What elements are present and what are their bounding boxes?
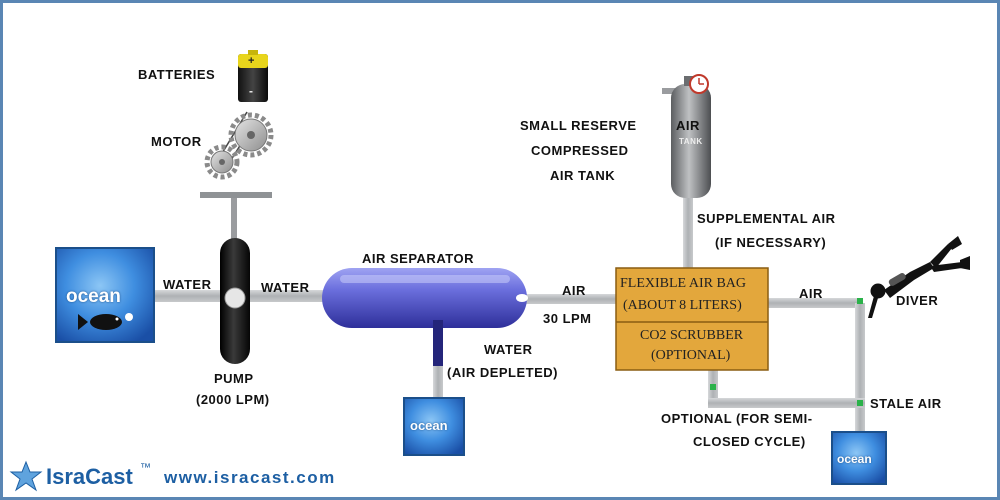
air-bag-scrubber <box>615 267 769 371</box>
brand-trademark: ™ <box>140 462 151 474</box>
tank-air-text: AIR <box>676 118 700 133</box>
optional-semi-label: OPTIONAL (FOR SEMI- <box>661 411 813 426</box>
battery-minus-sign: - <box>249 84 254 98</box>
water-depleted-label: WATER <box>484 342 533 357</box>
air-separator-label: AIR SEPARATOR <box>362 251 474 266</box>
air-bag-label: FLEXIBLE AIR BAG <box>620 276 746 291</box>
pipe-bag-to-diver <box>764 298 862 308</box>
valve-semi-closed <box>710 384 716 390</box>
water-in-label: WATER <box>163 277 212 292</box>
star-logo-icon <box>9 460 43 492</box>
brand-url: www.isracast.com <box>164 468 336 487</box>
ocean-box-main <box>55 247 155 343</box>
water-out-label: WATER <box>261 280 310 295</box>
brand-name: IsraCast <box>46 464 133 489</box>
pump-label: PUMP <box>214 371 254 386</box>
battery-icon <box>238 50 268 102</box>
motor-shaft <box>231 198 237 240</box>
reserve-tank-label-2: COMPRESSED <box>531 143 629 158</box>
valve-diver-supply <box>857 298 863 304</box>
flow-rate-label: 30 LPM <box>543 311 592 326</box>
air-bag-volume-label: (ABOUT 8 LITERS) <box>623 298 742 313</box>
ocean-box-diver <box>831 431 887 485</box>
pipe-pump-to-separator <box>250 290 330 302</box>
diver-label: DIVER <box>896 293 939 308</box>
stale-air-label: STALE AIR <box>870 396 942 411</box>
gear-icon <box>204 112 274 180</box>
air-to-diver-label: AIR <box>799 286 823 301</box>
motor-label: MOTOR <box>151 134 202 149</box>
pump <box>220 238 250 364</box>
pump-rate-label: (2000 LPM) <box>196 392 270 407</box>
pipe-semi-closed-horizontal <box>708 398 865 408</box>
scrubber-optional-label: (OPTIONAL) <box>651 348 731 363</box>
diver-icon <box>868 236 970 318</box>
pipe-tank-to-bag <box>683 196 693 270</box>
valve-stale-air <box>857 400 863 406</box>
air-separator <box>322 268 528 366</box>
air-depleted-label: (AIR DEPLETED) <box>447 365 558 380</box>
battery-plus-sign: + <box>248 55 255 67</box>
supplemental-air-label: SUPPLEMENTAL AIR <box>697 211 836 226</box>
pipe-ocean-to-pump <box>150 290 230 302</box>
closed-cycle-label: CLOSED CYCLE) <box>693 434 806 449</box>
batteries-label: BATTERIES <box>138 67 216 82</box>
pipe-separator-to-bag <box>520 294 620 304</box>
pressure-gauge-icon <box>689 74 709 94</box>
reserve-tank-label-3: AIR TANK <box>550 168 616 183</box>
co2-scrubber-label: CO2 SCRUBBER <box>640 328 744 343</box>
if-necessary-label: (IF NECESSARY) <box>715 235 827 250</box>
ocean-label-separator: ocean <box>410 418 448 433</box>
pipe-diver-to-stale <box>855 303 865 433</box>
tank-tank-text: TANK <box>679 137 703 146</box>
ocean-label-main: ocean <box>66 286 121 307</box>
ocean-fish-icon <box>78 313 133 330</box>
ocean-label-diver: ocean <box>837 452 872 466</box>
reserve-tank-label-1: SMALL RESERVE <box>520 118 637 133</box>
air-flow-label: AIR <box>562 283 586 298</box>
ocean-box-separator <box>403 397 465 456</box>
motor-mount <box>200 192 272 198</box>
